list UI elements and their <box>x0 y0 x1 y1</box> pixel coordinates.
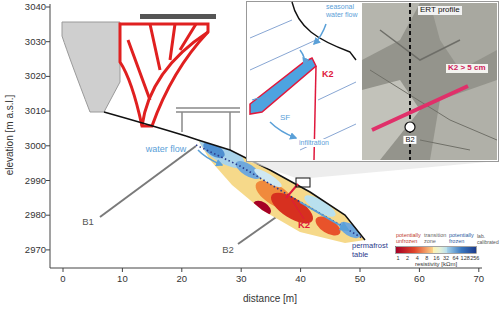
tick-label: 20 <box>177 274 188 284</box>
flow-label: water flow <box>146 145 187 155</box>
legend-text: potentially frozen <box>449 232 476 244</box>
flow-arrow <box>270 122 296 138</box>
flow-label: infiltration <box>298 139 330 147</box>
colorbar-tick: 4 <box>416 255 419 261</box>
borehole-label: B2 <box>403 136 416 144</box>
colorbar-tick: 32 <box>443 255 449 261</box>
flow-label: seasonal water flow <box>326 3 358 18</box>
zoom-wedge <box>247 161 498 178</box>
rock-photo <box>362 3 497 160</box>
axis-title: distance [m] <box>243 293 297 304</box>
permafrost-label: permafrost table <box>352 242 394 259</box>
tick-label: 10 <box>117 274 128 284</box>
colorbar-frame <box>396 247 477 254</box>
borehole-label: B2 <box>222 245 234 255</box>
fracture-label: K2 <box>298 220 310 230</box>
colorbar-tick: 8 <box>425 255 428 261</box>
axis-title: elevation [m a.s.l.] <box>4 95 15 176</box>
legend-note: lab. calibrated <box>477 234 499 245</box>
tick-label: 3000 <box>25 141 46 151</box>
tick-label: 3020 <box>25 71 46 81</box>
tick-label: 3010 <box>25 106 46 116</box>
colorbar-tick: 1 <box>396 255 399 261</box>
tick-label: 60 <box>414 274 425 284</box>
colorbar-title: resistivity [kΩm] <box>415 261 457 268</box>
rock-surface <box>104 112 186 136</box>
water-filled-fracture <box>250 58 316 114</box>
colorbar-tick: 64 <box>453 255 459 261</box>
tick-label: 50 <box>355 274 366 284</box>
bedding-lines <box>250 20 356 150</box>
tick-label: 30 <box>236 274 247 284</box>
borehole-label: B1 <box>82 217 94 227</box>
flow-arrow <box>300 50 305 64</box>
tick-label: 40 <box>295 274 306 284</box>
station-building <box>62 22 120 112</box>
borehole-line <box>100 146 196 217</box>
colorbar-tick: 128 <box>461 255 470 261</box>
zoom-box <box>296 178 310 187</box>
fracture-label: K2 > 5 cm <box>446 64 488 73</box>
legend-text: transition zone <box>424 232 448 244</box>
legend-swatch <box>447 247 476 253</box>
flow-arrow <box>314 24 326 44</box>
roof-bar <box>140 14 216 19</box>
tick-label: 2970 <box>25 245 46 255</box>
tick-label: 2980 <box>25 210 46 220</box>
tick-label: 3040 <box>25 2 46 12</box>
fracture-line <box>372 86 468 130</box>
colorbar-tick: 16 <box>433 255 439 261</box>
steel-frame <box>120 24 208 126</box>
legend-text: potentially unfrozen <box>396 232 422 244</box>
tick-label: 70 <box>474 274 485 284</box>
tick-label: 3030 <box>25 36 46 46</box>
leader-line <box>292 200 304 219</box>
fracture-label: K2 <box>322 70 334 80</box>
tick-label: 2990 <box>25 175 46 185</box>
colorbar-tick: 256 <box>470 255 479 261</box>
colorbar-tick: 2 <box>406 255 409 261</box>
legend-swatch <box>396 247 433 253</box>
inset-frame <box>247 2 499 162</box>
legend-swatch <box>433 247 447 253</box>
flow-arrow <box>198 150 222 165</box>
tick-label: 0 <box>60 274 65 284</box>
flow-arrow <box>252 98 270 100</box>
profile-label: ERT profile <box>418 6 462 15</box>
fracture-label: SF <box>280 114 290 123</box>
borehole-marker <box>405 122 415 132</box>
